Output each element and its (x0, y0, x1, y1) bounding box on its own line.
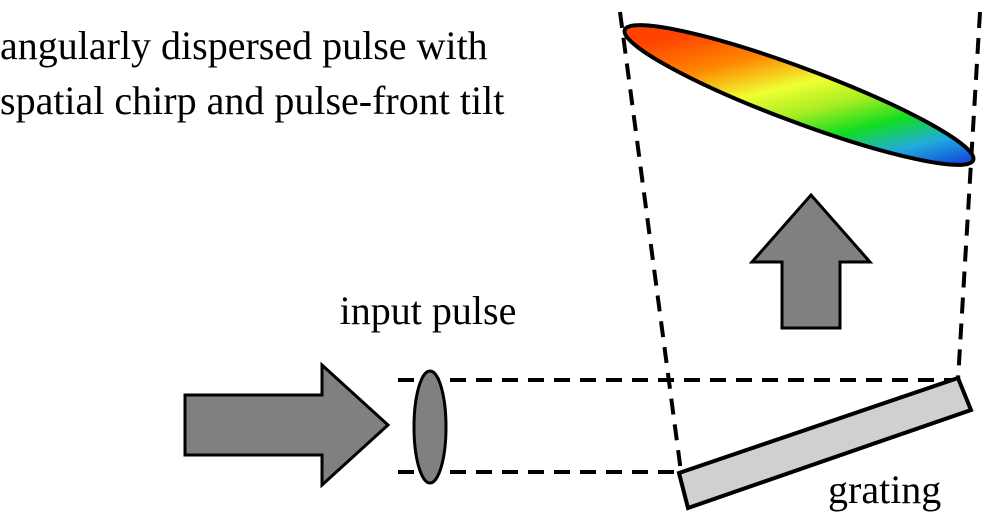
beam-outline (398, 11, 982, 474)
up-arrow-icon (748, 192, 874, 330)
input-pulse-label: input pulse (340, 288, 517, 333)
grating-shape (676, 375, 974, 511)
diffracted-left-line (618, 11, 683, 473)
input-pulse-ellipse (412, 369, 448, 485)
grating-label: grating (828, 467, 941, 512)
dispersed-pulse-ellipse (622, 23, 976, 167)
input-arrow-icon (183, 361, 391, 489)
output-label-line2: spatial chirp and pulse-front tilt (0, 78, 504, 123)
diffracted-right-line (956, 11, 982, 381)
output-label-line1: angularly dispersed pulse with (0, 23, 488, 68)
